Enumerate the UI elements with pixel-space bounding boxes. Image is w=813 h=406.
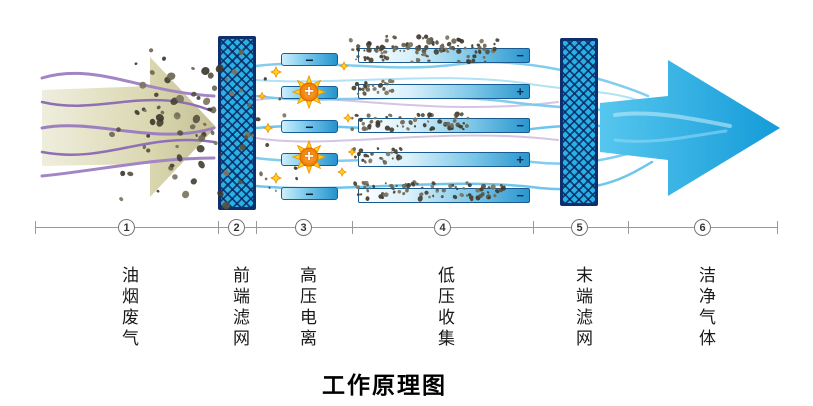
polarity-symbol: + [516, 152, 524, 167]
polarity-symbol: − [516, 188, 524, 203]
stage-number-2: 2 [228, 219, 245, 236]
stage-label-front-filter: 前端滤网 [230, 266, 249, 350]
dimension-tick [352, 221, 353, 234]
polarity-symbol: − [516, 48, 524, 63]
dimension-tick [256, 221, 257, 234]
collector-plate: − [358, 118, 530, 133]
collector-plate: − [358, 188, 530, 203]
stage-label-collector: 低压收集 [435, 266, 454, 350]
clean-gas-arrow [600, 60, 780, 196]
dimension-tick [35, 221, 36, 234]
collector-plate: + [358, 84, 530, 99]
minus-symbol: − [305, 185, 314, 202]
smoke-streamlines [40, 71, 559, 178]
spark-star-icon [292, 140, 326, 174]
stage-number-5: 5 [571, 219, 588, 236]
plus-symbol: + [304, 83, 314, 100]
stage-label-ionizer: 高压电离 [297, 266, 316, 350]
stage-number-6: 6 [694, 219, 711, 236]
stage-label-end-filter: 末端滤网 [573, 266, 592, 350]
polarity-symbol: + [516, 84, 524, 99]
dimension-tick [218, 221, 219, 234]
dimension-line [35, 227, 778, 228]
collector-plate: − [358, 48, 530, 63]
ionizer-electrode-bar: − [281, 118, 338, 135]
corona-spark-icon: + [292, 140, 326, 174]
front-filter-mesh [218, 36, 256, 210]
minus-symbol: − [305, 118, 314, 135]
corona-spark-icon: + [292, 75, 326, 109]
dimension-tick [777, 221, 778, 234]
stage-number-3: 3 [295, 219, 312, 236]
ionizer-electrode-bar: − [281, 51, 338, 68]
stage-label-clean-gas: 洁净气体 [696, 266, 715, 350]
dimension-tick [533, 221, 534, 234]
collector-plate: + [358, 152, 530, 167]
dimension-tick [628, 221, 629, 234]
end-filter-mesh [560, 38, 598, 206]
diagram-title: 工作原理图 [322, 372, 447, 398]
polarity-symbol: − [516, 118, 524, 133]
stage-number-4: 4 [434, 219, 451, 236]
plus-symbol: + [304, 148, 314, 165]
clean-arrow-streaks [613, 111, 732, 143]
spark-star-icon [292, 75, 326, 109]
stage-label-dirty-gas: 油烟废气 [119, 266, 138, 350]
minus-symbol: − [305, 51, 314, 68]
ionizer-electrode-bar: − [281, 185, 338, 202]
stage-number-1: 1 [118, 219, 135, 236]
